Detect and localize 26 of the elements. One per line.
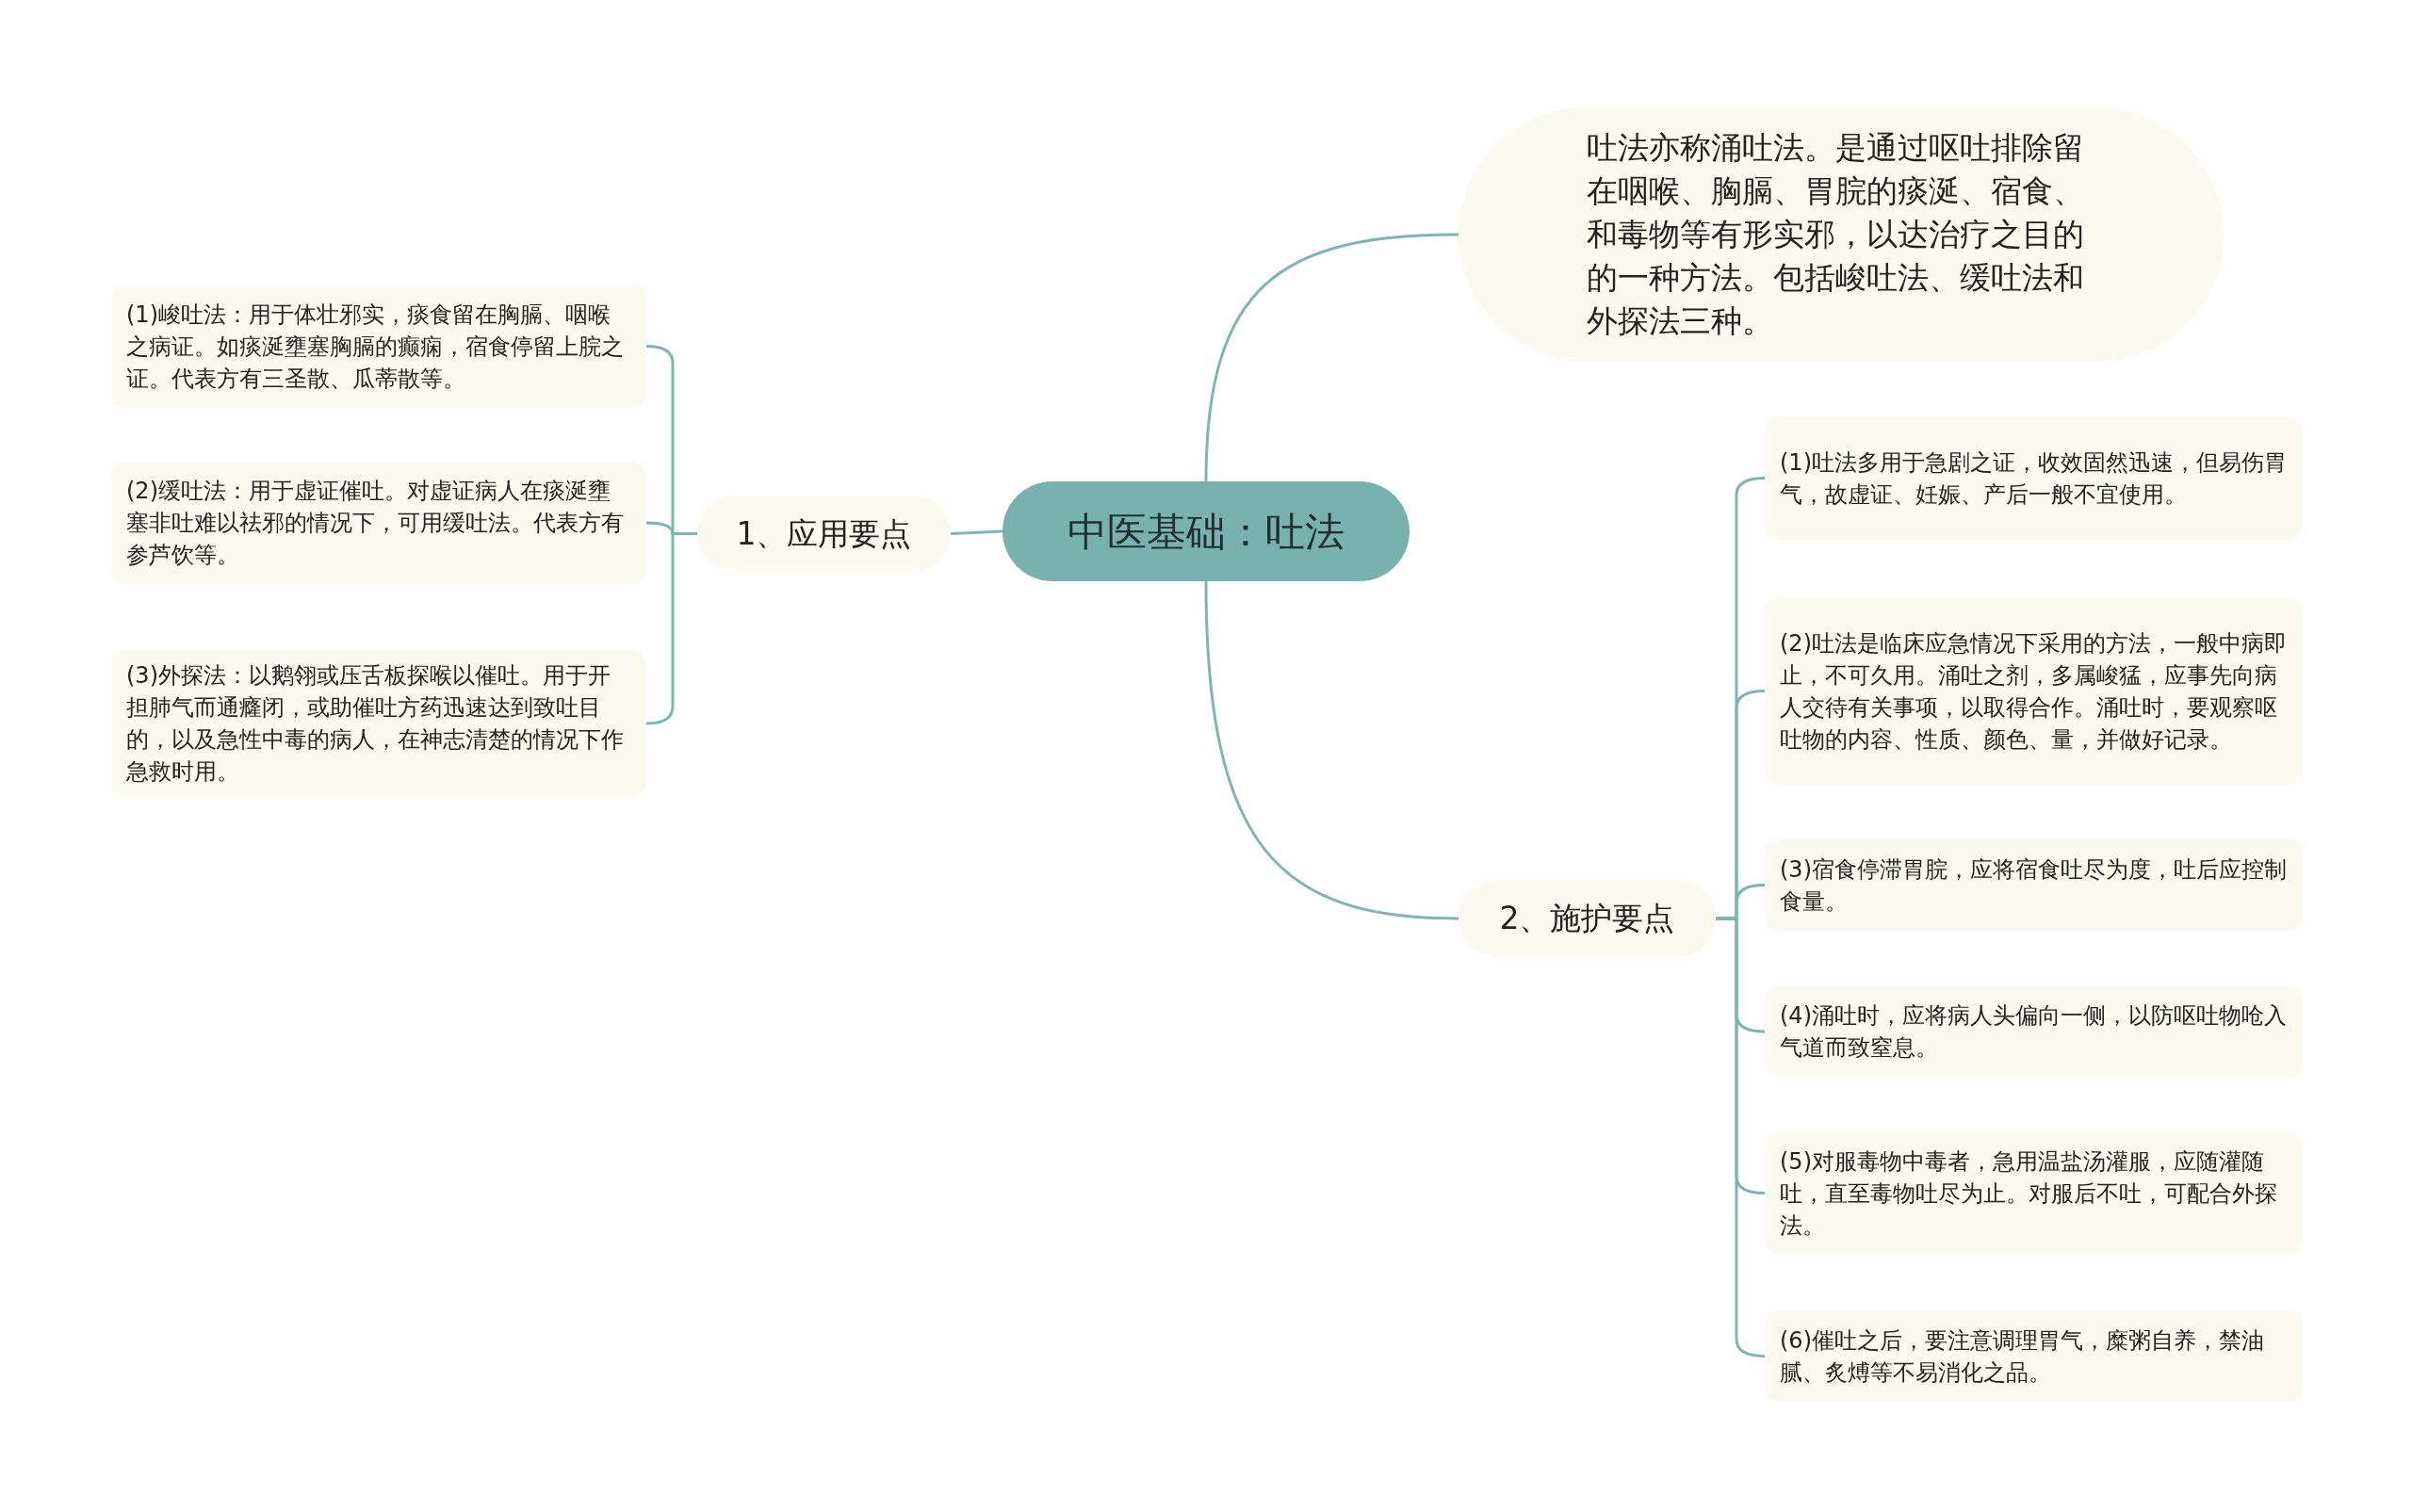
node-text: (2)缓吐法：用于虚证催吐。对虚证病人在痰涎壅塞非吐难以祛邪的情况下，可用缓吐法。代表方有参芦饮等。: [126, 477, 625, 570]
node-text: (4)涌吐时，应将病人头偏向一侧，以防呕吐物呛入气道而致窒息。: [1780, 1001, 2288, 1063]
node-text: 1、应用要点: [736, 513, 912, 554]
node-text: (6)催吐之后，要注意调理胃气，糜粥自养，禁油腻、炙煿等不易消化之品。: [1780, 1325, 2265, 1388]
node-text: (1)峻吐法：用于体壮邪实，痰食留在胸膈、咽喉之病证。如痰涎壅塞胸膈的癫痫，宿食停留上脘之证。代表方有三圣散、瓜蒂散等。: [126, 300, 625, 394]
note-card: [111, 462, 646, 584]
node-text: 吐法亦称涌吐法。是通过呕吐排除留在咽喉、胸膈、胃脘的痰涎、宿食、和毒物等有形实邪，以达治疗之目的的一种方法。包括峻吐法、缓吐法和外探法三种。: [1587, 128, 2085, 341]
node-text: (2)吐法是临床应急情况下采用的方法，一般中病即止，不可久用。涌吐之剂，多属峻猛，应事先向病人交待有关事项，以取得合作。涌吐时，要观察呕吐物的内容、性质、颜色、量，并做好记录。: [1780, 628, 2288, 755]
node-text: (1)吐法多用于急剧之证，收效固然迅速，但易伤胃气，故虚证、妊娠、产后一般不宜使用。: [1780, 447, 2288, 510]
connector-line: [950, 529, 1003, 535]
node-text: (3)外探法：以鹅翎或压舌板探喉以催吐。用于开担肺气而通癃闭，或助催吐方药迅速达到致吐目的，以及急性中毒的病人，在神志清楚的情况下作急救时用。: [126, 661, 625, 787]
node-text: 2、施护要点: [1499, 899, 1675, 939]
note-card: [111, 285, 646, 408]
note-card: [1765, 597, 2303, 785]
node-text: (3)宿食停滞胃脘，应将宿食吐尽为度，吐后应控制食量。: [1780, 854, 2288, 917]
note-card: [111, 650, 646, 797]
note-card: [1765, 1310, 2303, 1402]
connector-line: [1204, 580, 1459, 920]
node-text: 中医基础：吐法: [1067, 507, 1345, 557]
note-card: [1765, 416, 2303, 540]
connector-line: [1716, 917, 1766, 1358]
note-card: [1765, 839, 2303, 931]
note-card: [1765, 1132, 2303, 1254]
connector-line: [1204, 233, 1459, 482]
note-card: [1765, 986, 2303, 1077]
node-text: (5)对服毒物中毒者，急用温盐汤灌服，应随灌随吐，直至毒物吐尽为止。对服后不吐，可配合外探法。: [1780, 1146, 2278, 1241]
